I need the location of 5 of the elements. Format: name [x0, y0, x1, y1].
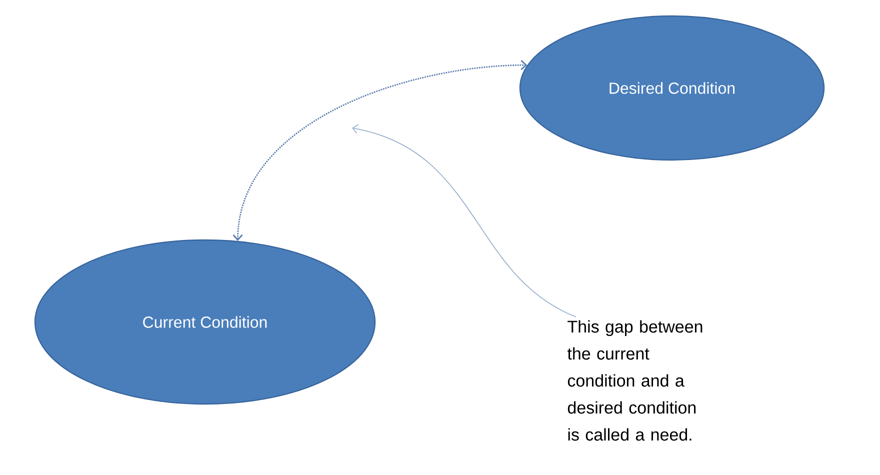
leader-line — [352, 124, 576, 318]
double-arrow — [232, 60, 528, 241]
ellipse-node: Desired Condition — [519, 15, 825, 161]
annotation-text: This gap between the current condition and a desired condition is called a need. — [567, 320, 702, 441]
ellipse-node: Current Condition — [34, 239, 376, 405]
